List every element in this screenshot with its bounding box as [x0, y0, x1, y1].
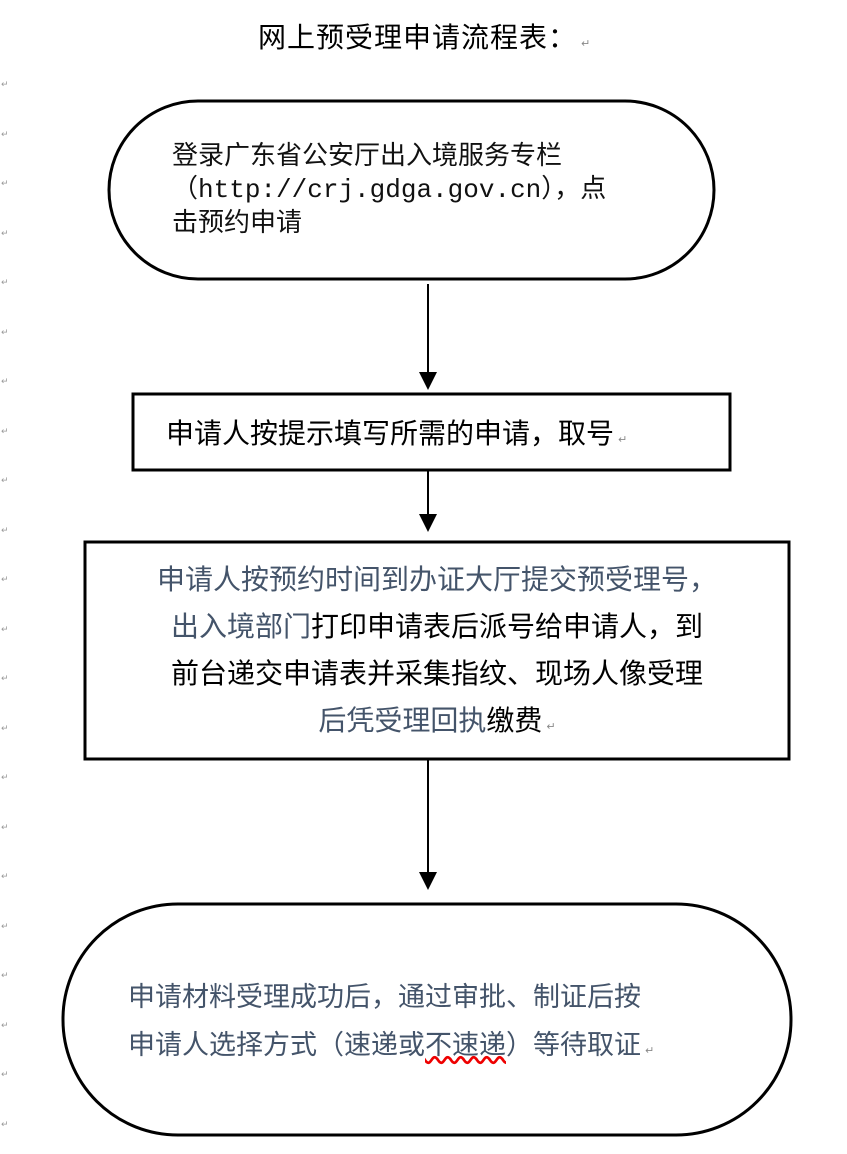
step1-line3: 击预约申请 — [172, 208, 303, 238]
paragraph-mark: ↵ — [1, 674, 9, 684]
paragraph-mark: ↵ — [1, 426, 9, 437]
paragraph-mark: ↵ — [1, 822, 9, 833]
title-text: 网上预受理申请流程表： — [258, 21, 578, 54]
arrow-2-head — [419, 514, 437, 532]
page-title: 网上预受理申请流程表：↵ — [258, 16, 591, 56]
paragraph-mark: ↵ — [1, 575, 9, 585]
paragraph-mark: ↵ — [1, 525, 9, 536]
step3-line2: 出入境部门打印申请表后派号给申请人，到 — [88, 603, 786, 650]
paragraph-mark: ↵ — [1, 773, 9, 783]
paragraph-mark: ↵ — [1, 624, 9, 635]
paragraph-mark: ↵ — [546, 720, 556, 733]
paragraph-mark: ↵ — [1, 377, 9, 387]
step3-line1: 申请人按预约时间到办证大厅提交预受理号， — [156, 563, 717, 596]
step3-line2b: 打印申请表后派号给申请人，到 — [311, 610, 704, 643]
paragraph-mark: ↵ — [1, 921, 9, 932]
paragraph-mark: ↵ — [1, 129, 9, 140]
step1-terminator — [107, 99, 716, 281]
paragraph-mark: ↵ — [1, 1070, 9, 1080]
paragraph-mark: ↵ — [645, 1044, 655, 1057]
step4-line2c: ）等待取证 — [506, 1030, 641, 1061]
paragraph-mark: ↵ — [1, 228, 9, 239]
step4-line2a: 申请人选择方式（速递或 — [128, 1030, 425, 1061]
arrow-3-head — [419, 872, 437, 890]
paren-close: ），点 — [541, 174, 607, 204]
step2-text: 申请人按提示填写所需的申请，取号↵ — [166, 412, 627, 452]
paragraph-mark: ↵ — [1, 723, 9, 734]
paragraph-mark: ↵ — [1, 872, 9, 882]
paragraph-mark: ↵ — [1, 1119, 9, 1130]
step4-text: 申请材料受理成功后，通过审批、制证后按 申请人选择方式（速递或不速递）等待取证 ↵ — [128, 974, 654, 1075]
paren-open: （ — [172, 174, 199, 204]
step3-line2a: 出入境部门 — [170, 610, 311, 643]
paragraph-mark: ↵ — [618, 433, 628, 446]
step4-line2: 申请人选择方式（速递或不速递）等待取证 ↵ — [128, 1022, 654, 1075]
arrow-1-head — [419, 372, 437, 390]
step1-url: http://crj.gdga.gov.cn — [198, 175, 542, 205]
step1-line2: （http://crj.gdga.gov.cn），点 — [172, 173, 606, 207]
paragraph-mark: ↵ — [1, 1020, 9, 1031]
paragraph-mark: ↵ — [1, 80, 9, 90]
step1-text: 登录广东省公安厅出入境服务专栏 （http://crj.gdga.gov.cn）… — [172, 140, 606, 240]
paragraph-mark: ↵ — [1, 971, 9, 981]
step3-text: 申请人按预约时间到办证大厅提交预受理号， 出入境部门打印申请表后派号给申请人，到… — [88, 556, 786, 750]
paragraph-mark: ↵ — [1, 476, 9, 486]
spellcheck-underlined-text: 不速递 — [425, 1030, 506, 1061]
step3-box — [83, 540, 791, 761]
step3-line3: 前台递交申请表并采集指纹、现场人像受理 — [170, 657, 703, 690]
step2-box — [131, 392, 732, 472]
step3-line4b: 缴费 — [486, 704, 543, 737]
paragraph-mark: ↵ — [1, 327, 9, 338]
step4-terminator — [61, 902, 793, 1137]
paragraph-mark: ↵ — [1, 278, 9, 288]
step1-line1: 登录广东省公安厅出入境服务专栏 — [172, 141, 563, 171]
paragraph-mark: ↵ — [581, 37, 592, 50]
paragraph-mark: ↵ — [1, 179, 9, 189]
step3-line4: 后凭受理回执缴费↵ — [88, 697, 786, 750]
step3-line4a: 后凭受理回执 — [318, 704, 487, 737]
step4-line1: 申请材料受理成功后，通过审批、制证后按 — [128, 982, 641, 1013]
step2-label: 申请人按提示填写所需的申请，取号 — [166, 417, 615, 450]
